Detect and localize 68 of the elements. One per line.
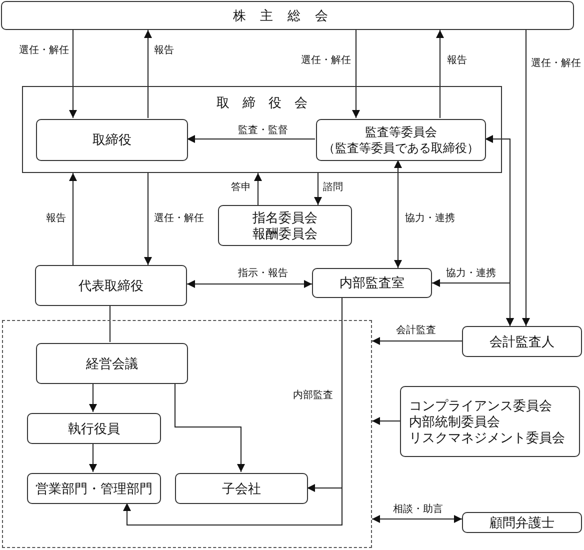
edge-label: 選任・解任 bbox=[18, 45, 70, 57]
node-text: 経営会議 bbox=[86, 356, 138, 372]
node-text: 株主総会 bbox=[232, 8, 342, 24]
arrow bbox=[432, 279, 514, 326]
node-text: 取締役会 bbox=[216, 95, 320, 111]
arrow bbox=[352, 30, 360, 118]
edge-label: 協力・連携 bbox=[404, 213, 456, 225]
org-box bbox=[36, 119, 188, 161]
edge-label: 会計監査 bbox=[395, 325, 437, 337]
org-box bbox=[462, 512, 582, 533]
org-box bbox=[36, 343, 188, 384]
node-text: 営業部門・管理部門 bbox=[36, 480, 152, 496]
edge-label: 選任・解任 bbox=[530, 58, 582, 70]
arrow bbox=[522, 30, 530, 326]
node-text: （監査等委員である取締役） bbox=[323, 140, 479, 156]
edge-label: 諮問 bbox=[322, 182, 344, 194]
edge-label: 報告 bbox=[45, 213, 67, 225]
node-text: 監査等委員会 bbox=[365, 124, 437, 140]
org-box bbox=[312, 268, 432, 298]
org-box bbox=[27, 473, 161, 504]
org-box bbox=[175, 473, 308, 504]
arrow bbox=[314, 172, 322, 206]
org-box bbox=[400, 386, 580, 457]
arrow bbox=[372, 417, 400, 425]
arrow bbox=[69, 172, 77, 266]
edge-label: 相談・助言 bbox=[392, 504, 444, 516]
arrow bbox=[186, 135, 316, 143]
arrow bbox=[436, 30, 444, 118]
arrow bbox=[186, 280, 312, 288]
org-box bbox=[462, 326, 582, 357]
arrow bbox=[254, 172, 262, 206]
node-text: 内部監査室 bbox=[340, 275, 404, 291]
arrow bbox=[174, 382, 245, 472]
edge-label: 協力・連携 bbox=[445, 268, 497, 280]
node-text: 子会社 bbox=[222, 480, 261, 496]
arrow bbox=[89, 442, 97, 472]
edge-label: 答申 bbox=[230, 182, 252, 194]
node-text: 顧問弁護士 bbox=[490, 514, 554, 530]
edge-label: 報告 bbox=[446, 55, 468, 67]
dashed-group-frame bbox=[2, 320, 372, 548]
node-text: コンプライアンス委員会 bbox=[409, 398, 552, 414]
node-text: 内部統制委員会 bbox=[409, 414, 500, 430]
arrow bbox=[89, 382, 97, 412]
arrow bbox=[69, 30, 77, 118]
node-text: リスクマネジメント委員会 bbox=[409, 430, 565, 446]
edge-label: 選任・解任 bbox=[153, 213, 205, 225]
node-text: 代表取締役 bbox=[78, 278, 144, 294]
node-text: 会計監査人 bbox=[490, 334, 554, 350]
org-box bbox=[316, 119, 486, 161]
arrow bbox=[372, 515, 462, 523]
arrow bbox=[394, 160, 402, 268]
edge-label: 内部監査 bbox=[292, 390, 334, 402]
meeting-box bbox=[1, 1, 574, 30]
arrow bbox=[144, 172, 152, 266]
arrow bbox=[372, 337, 462, 345]
node-text: 執行役員 bbox=[68, 420, 120, 436]
board-frame bbox=[22, 86, 502, 173]
edge-label: 指示・報告 bbox=[237, 268, 289, 280]
edge-label: 選任・解任 bbox=[300, 55, 352, 67]
edge-label: 監査・監督 bbox=[237, 125, 289, 137]
node-text: 報酬委員会 bbox=[252, 226, 318, 242]
node-text: 取締役 bbox=[92, 132, 132, 148]
org-box bbox=[27, 413, 161, 444]
org-box bbox=[35, 265, 187, 306]
edge-label: 報告 bbox=[153, 45, 175, 57]
arrow bbox=[144, 30, 152, 118]
node-text: 指名委員会 bbox=[252, 210, 318, 226]
org-box bbox=[218, 205, 352, 246]
